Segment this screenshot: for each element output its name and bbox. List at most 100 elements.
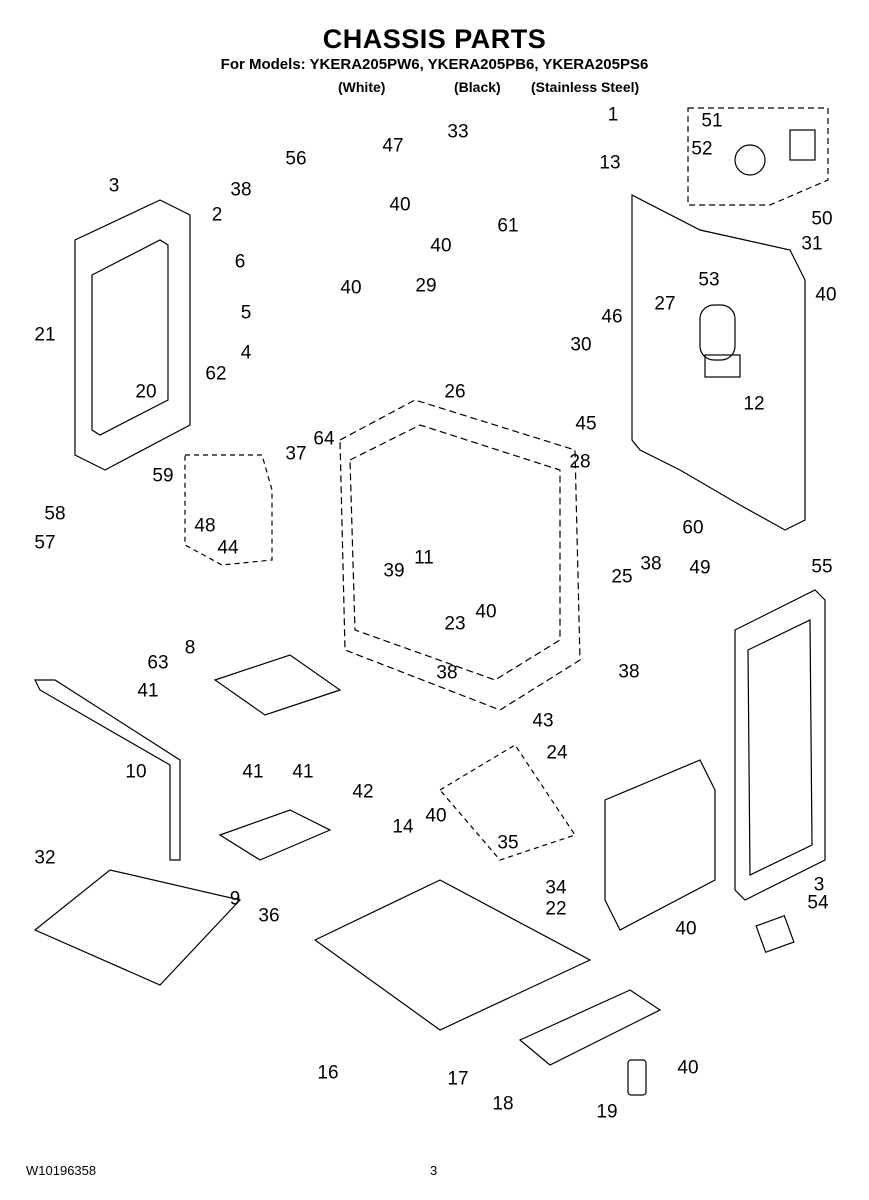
part-callout-40: 40 (389, 194, 411, 216)
left-side-panel (74, 199, 191, 471)
part-callout-49: 49 (689, 557, 711, 579)
part-callout-37: 37 (285, 443, 307, 465)
part-callout-14: 14 (392, 816, 414, 838)
part-callout-5: 5 (240, 302, 252, 324)
part-callout-53: 53 (698, 269, 720, 291)
burner-kit-box (439, 744, 576, 861)
part-callout-29: 29 (415, 275, 437, 297)
variant-stainless: (Stainless Steel) (531, 79, 640, 95)
part-callout-48: 48 (194, 515, 216, 537)
part-callout-41: 41 (292, 761, 314, 783)
variant-white: (White) (338, 79, 386, 95)
part-callout-40: 40 (340, 277, 362, 299)
bake-element (213, 654, 342, 716)
part-callout-30: 30 (570, 334, 592, 356)
part-callout-28: 28 (569, 451, 591, 473)
part-callout-52: 52 (691, 138, 713, 160)
part-callout-12: 12 (743, 393, 765, 415)
part-callout-3: 3 (813, 874, 825, 896)
leveling-leg (627, 1059, 647, 1096)
left-side-window (91, 239, 169, 436)
part-callout-40: 40 (430, 235, 452, 257)
part-callout-35: 35 (497, 832, 519, 854)
part-callout-42: 42 (352, 781, 374, 803)
bottom-tray (313, 879, 592, 1031)
part-callout-64: 64 (313, 428, 335, 450)
part-callout-40: 40 (677, 1057, 699, 1079)
part-callout-6: 6 (234, 251, 246, 273)
part-callout-58: 58 (44, 503, 66, 525)
part-callout-17: 17 (447, 1068, 469, 1090)
part-callout-38: 38 (230, 179, 252, 201)
variant-black: (Black) (454, 79, 501, 95)
models-subtitle: For Models: YKERA205PW6, YKERA205PB6, YK… (220, 56, 649, 73)
part-callout-32: 32 (34, 847, 56, 869)
part-callout-38: 38 (640, 553, 662, 575)
part-callout-63: 63 (147, 652, 169, 674)
part-callout-40: 40 (425, 805, 447, 827)
part-callout-40: 40 (675, 918, 697, 940)
storage-drawer (33, 869, 242, 986)
part-callout-61: 61 (497, 215, 519, 237)
part-callout-19: 19 (596, 1101, 618, 1123)
part-callout-21: 21 (34, 324, 56, 346)
fan-kit-box (687, 107, 829, 206)
rear-panel-vent (699, 304, 736, 361)
part-callout-44: 44 (217, 537, 239, 559)
part-callout-47: 47 (382, 135, 404, 157)
oven-cavity (339, 399, 581, 711)
part-callout-9: 9 (229, 888, 241, 910)
part-callout-54: 54 (807, 892, 829, 914)
part-callout-2: 2 (211, 204, 223, 226)
part-callout-1: 1 (607, 104, 619, 126)
part-callout-27: 27 (654, 293, 676, 315)
part-callout-34: 34 (545, 877, 567, 899)
part-callout-3: 3 (108, 175, 120, 197)
part-callout-13: 13 (599, 152, 621, 174)
part-callout-26: 26 (444, 381, 466, 403)
right-side-panel (734, 589, 826, 901)
part-callout-22: 22 (545, 898, 567, 920)
part-callout-11: 11 (414, 547, 434, 569)
part-callout-41: 41 (137, 680, 159, 702)
part-callout-45: 45 (575, 413, 597, 435)
part-callout-41: 41 (242, 761, 264, 783)
part-callout-59: 59 (152, 465, 174, 487)
toe-kick (518, 989, 662, 1066)
part-callout-24: 24 (546, 742, 568, 764)
rear-panel (631, 194, 806, 531)
page-title: CHASSIS PARTS (322, 24, 547, 54)
right-side-window (747, 619, 813, 876)
part-callout-57: 57 (34, 532, 56, 554)
part-callout-25: 25 (611, 566, 633, 588)
part-callout-16: 16 (317, 1062, 339, 1084)
part-callout-20: 20 (135, 381, 157, 403)
part-callout-43: 43 (532, 710, 554, 732)
page-number: 3 (430, 1163, 438, 1178)
part-callout-51: 51 (701, 110, 723, 132)
part-callout-46: 46 (601, 306, 623, 328)
rating-label (755, 914, 795, 954)
knob-kit-box (184, 454, 273, 566)
part-callout-55: 55 (811, 556, 833, 578)
part-callout-10: 10 (125, 761, 147, 783)
part-callout-18: 18 (492, 1093, 514, 1115)
part-callout-60: 60 (682, 517, 704, 539)
rear-cover (604, 759, 716, 931)
part-callout-8: 8 (184, 637, 196, 659)
part-callout-40: 40 (475, 601, 497, 623)
part-callout-38: 38 (618, 661, 640, 683)
document-number: W10196358 (26, 1163, 97, 1178)
part-callout-40: 40 (815, 284, 837, 306)
part-callout-50: 50 (811, 208, 833, 230)
part-callout-33: 33 (447, 121, 469, 143)
part-callout-56: 56 (285, 148, 307, 170)
part-callout-36: 36 (258, 905, 280, 927)
side-trim (34, 679, 181, 861)
part-callout-31: 31 (801, 233, 823, 255)
part-callout-39: 39 (383, 560, 405, 582)
part-callout-23: 23 (444, 613, 466, 635)
part-callout-4: 4 (240, 342, 252, 364)
part-callout-38: 38 (436, 662, 458, 684)
